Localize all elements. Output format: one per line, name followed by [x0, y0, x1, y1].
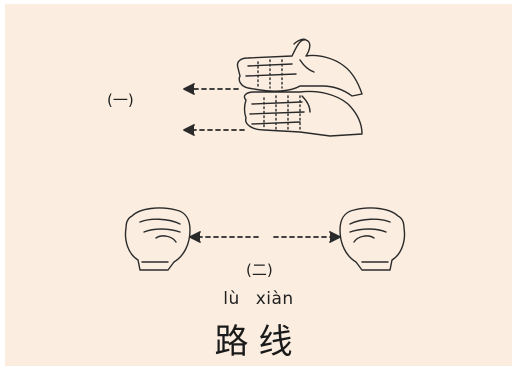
leftward-arrows-icon [183, 83, 245, 136]
word-characters: 路线 [214, 322, 303, 362]
right-fist-icon [339, 207, 406, 271]
lower-open-hand-icon [243, 90, 363, 137]
pinyin-lu: lù [223, 289, 240, 309]
left-fist-icon [124, 207, 191, 271]
sign-card [5, 4, 512, 366]
double-arrow-icon [189, 231, 341, 243]
upper-open-hand-icon [236, 38, 363, 97]
pinyin-line: lù xiàn [0, 289, 517, 309]
pinyin-xian: xiàn [255, 289, 294, 309]
step-two-label: (二) [246, 261, 273, 279]
step-one-label: (一) [107, 91, 134, 109]
